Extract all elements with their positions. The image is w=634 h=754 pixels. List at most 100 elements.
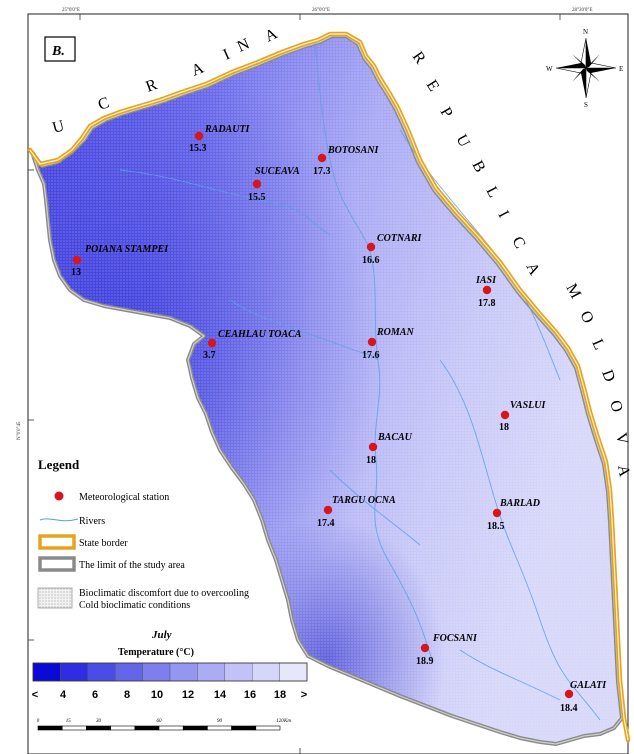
colorbar-label: 8 <box>124 689 130 701</box>
station-value: 18.4 <box>560 703 578 714</box>
neighbor-letter: A <box>189 59 206 79</box>
legend-limit-label: The limit of the study area <box>79 560 185 571</box>
station-marker <box>207 338 217 348</box>
station-name: ROMAN <box>376 327 414 338</box>
compass-s: S <box>584 101 588 109</box>
station-value: 18 <box>499 422 509 433</box>
neighbor-letter: M <box>562 281 584 302</box>
legend-border-label: State border <box>79 538 128 549</box>
station-name: FOCSANI <box>432 633 478 644</box>
colorbar-label: 18 <box>274 689 286 701</box>
station-name: POIANA STAMPEI <box>85 244 169 255</box>
graticule-top-mid: 26°0'0"E <box>312 8 330 13</box>
neighbor-letter: C <box>96 94 111 113</box>
neighbor-letter: A <box>614 464 633 479</box>
neighbor-letter: U <box>51 117 67 137</box>
graticule-top-left: 25°0'0"E <box>62 8 80 13</box>
station-value: 17.4 <box>317 518 335 529</box>
neighbor-letter: R <box>409 49 429 68</box>
legend: Legend Meteorological station Rivers Sta… <box>37 457 249 611</box>
legend-discomfort-label-1: Bioclimatic discomfort due to overcoolin… <box>79 588 249 599</box>
colorbar-cell <box>279 662 308 682</box>
station-name: RADAUTI <box>204 124 251 135</box>
station-marker <box>194 131 204 141</box>
station-marker <box>366 242 376 252</box>
colorbar-cell <box>32 662 61 682</box>
neighbor-letter: D <box>598 368 618 385</box>
legend-border-icon <box>38 534 76 550</box>
station-value: 15.3 <box>189 143 207 154</box>
neighbor-letter: O <box>606 398 626 414</box>
station-name: IASI <box>475 275 497 286</box>
colorbar-label: 14 <box>214 689 227 701</box>
compass-n: N <box>583 28 588 36</box>
scale-segment <box>231 725 257 731</box>
scale-tick: 30 <box>96 719 102 724</box>
legend-title: Legend <box>38 457 80 472</box>
station-marker <box>252 179 262 189</box>
neighbor-letter: L <box>588 337 608 353</box>
scale-unit: Km <box>283 719 291 724</box>
station-marker <box>368 442 378 452</box>
station-marker <box>72 255 82 265</box>
colorbar-label: > <box>301 689 307 701</box>
station-marker <box>420 643 430 653</box>
neighbor-letter: L <box>482 184 502 201</box>
station-name: COTNARI <box>377 233 423 244</box>
study-region <box>30 34 624 746</box>
station-name: CEAHLAU TOACA <box>218 329 302 340</box>
station-marker <box>317 153 327 163</box>
north-arrow-icon <box>555 37 617 99</box>
neighbor-letter: I <box>221 46 233 64</box>
graticule-top-right: 28°20'0"E <box>572 8 593 13</box>
neighbor-letter: U <box>452 132 473 151</box>
neighbor-letter: E <box>423 77 443 94</box>
scale-segment <box>182 725 208 731</box>
station-value: 17.6 <box>362 350 380 361</box>
colorbar-cell <box>224 662 253 682</box>
colorbar-label: 16 <box>244 689 256 701</box>
colorbar-cell <box>251 662 280 682</box>
scale-segment <box>255 725 281 731</box>
neighbor-letter: A <box>522 260 543 279</box>
station-value: 13 <box>71 267 81 278</box>
station-value: 3.7 <box>203 350 216 361</box>
neighbor-letter: V <box>612 431 631 446</box>
graticule-left: N"0'0°45 <box>17 421 22 440</box>
colorbar-label: < <box>32 689 38 701</box>
scale-segment <box>110 725 136 731</box>
scale-tick: 90 <box>217 719 223 724</box>
colorbar-label: 12 <box>182 689 194 701</box>
station-marker <box>367 337 377 347</box>
station-name: BARLAD <box>499 498 540 509</box>
colorbar-label: 10 <box>151 689 163 701</box>
colorbar-label: 6 <box>92 689 98 701</box>
scale-segment <box>158 725 184 731</box>
scale-segment <box>86 725 111 731</box>
neighbor-letter: A <box>262 25 280 46</box>
legend-discomfort-label-2: Cold bioclimatic conditions <box>79 600 190 611</box>
neighbor-letter: N <box>235 35 253 55</box>
scale-tick: 120 <box>276 719 284 724</box>
station-name: TARGU OCNA <box>332 495 396 506</box>
station-value: 18.9 <box>416 656 434 667</box>
panel-label: B. <box>51 44 65 59</box>
legend-limit-icon <box>38 556 76 572</box>
legend-river-icon <box>39 518 79 522</box>
colorbar-cell <box>142 662 171 682</box>
scale-tick: 15 <box>66 719 72 724</box>
station-name: VASLUI <box>510 400 546 411</box>
colorbar-cell <box>60 662 89 682</box>
neighbor-letter: O <box>576 308 596 326</box>
neighbor-letter: R <box>144 76 160 96</box>
compass-w: W <box>546 65 553 73</box>
station-marker <box>323 505 333 515</box>
station-marker <box>492 508 502 518</box>
legend-station-icon <box>54 491 64 501</box>
scale-tick: 0 <box>37 719 40 724</box>
neighbor-letter: B <box>468 158 488 175</box>
scale-segment <box>134 725 160 731</box>
